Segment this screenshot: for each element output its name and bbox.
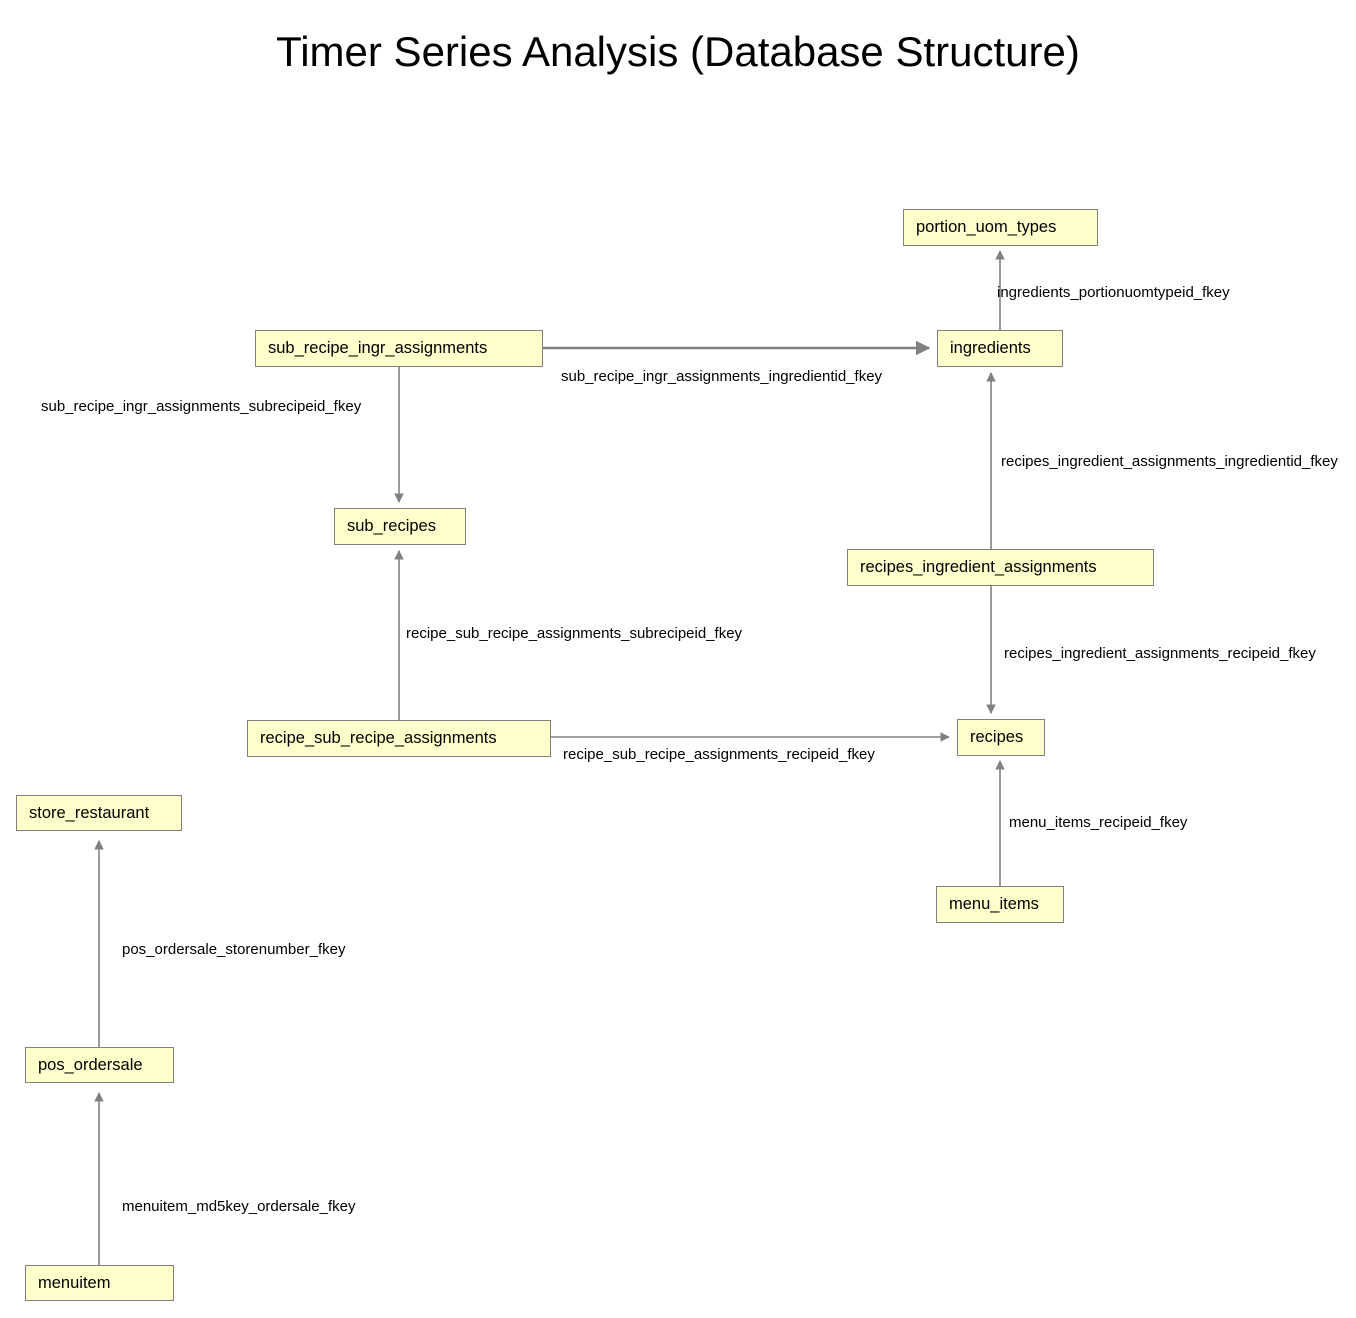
node-label: menu_items [949,895,1039,914]
node-store-restaurant[interactable]: store_restaurant [16,795,182,831]
edge-label-menu-items-recipeid-fkey: menu_items_recipeid_fkey [1009,814,1188,831]
page-title: Timer Series Analysis (Database Structur… [276,28,1080,75]
node-recipe-sub-recipe-assignments[interactable]: recipe_sub_recipe_assignments [247,720,551,757]
edge-label-recipes-ingredient-assignments-recipeid-fkey: recipes_ingredient_assignments_recipeid_… [1004,645,1316,662]
edge-label-recipes-ingredient-assignments-ingredientid-fkey: recipes_ingredient_assignments_ingredien… [1001,453,1338,470]
node-label: ingredients [950,339,1031,358]
node-menuitem[interactable]: menuitem [25,1265,174,1301]
edge-label-ingredients-portionuomtypeid-fkey: ingredients_portionuomtypeid_fkey [997,284,1230,301]
edge-label-menuitem-md5key-ordersale-fkey: menuitem_md5key_ordersale_fkey [122,1198,356,1215]
edge-label-recipe-sub-recipe-assignments-recipeid-fkey: recipe_sub_recipe_assignments_recipeid_f… [563,746,875,763]
edge-label-sub-recipe-ingr-assignments-subrecipeid-fkey: sub_recipe_ingr_assignments_subrecipeid_… [41,398,362,415]
node-portion-uom-types[interactable]: portion_uom_types [903,209,1098,246]
node-label: recipes_ingredient_assignments [860,558,1097,577]
node-sub-recipes[interactable]: sub_recipes [334,508,466,545]
edge-label-recipe-sub-recipe-assignments-subrecipeid-fkey: recipe_sub_recipe_assignments_subrecipei… [406,625,743,642]
node-label: portion_uom_types [916,218,1057,237]
node-label: recipes [970,728,1024,747]
node-recipes[interactable]: recipes [957,719,1045,756]
node-label: store_restaurant [29,803,150,822]
node-sub-recipe-ingr-assignments[interactable]: sub_recipe_ingr_assignments [255,330,543,367]
node-recipes-ingredient-assignments[interactable]: recipes_ingredient_assignments [847,549,1154,586]
node-pos-ordersale[interactable]: pos_ordersale [25,1047,174,1083]
node-menu-items[interactable]: menu_items [936,886,1064,923]
node-ingredients[interactable]: ingredients [937,330,1063,367]
node-label: menuitem [38,1273,111,1292]
node-label: recipe_sub_recipe_assignments [260,729,497,748]
edge-label-sub-recipe-ingr-assignments-ingredientid-fkey: sub_recipe_ingr_assignments_ingredientid… [561,368,883,385]
node-label: sub_recipes [347,517,436,536]
edge-label-pos-ordersale-storenumber-fkey: pos_ordersale_storenumber_fkey [122,941,346,958]
node-label: sub_recipe_ingr_assignments [268,339,488,358]
node-label: pos_ordersale [38,1055,143,1074]
